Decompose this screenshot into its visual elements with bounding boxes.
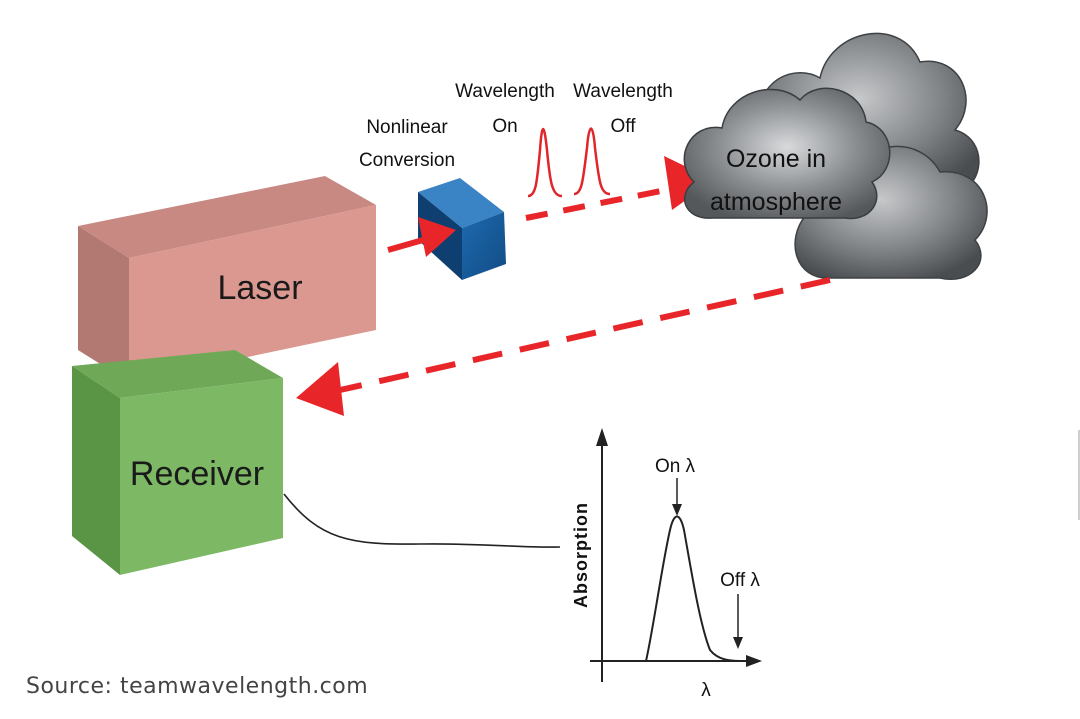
return-arrowhead bbox=[296, 362, 344, 416]
beam-to-cloud bbox=[525, 156, 714, 221]
laser-box-top bbox=[78, 176, 376, 258]
crystal-top bbox=[418, 178, 504, 228]
laser-box-side bbox=[78, 226, 129, 382]
on-lambda-arrowhead bbox=[672, 504, 682, 516]
on-lambda-label: On λ bbox=[655, 456, 696, 477]
wavelength-on-label-2: On bbox=[492, 116, 517, 137]
receiver-box bbox=[72, 350, 283, 575]
laser-box-front bbox=[129, 205, 376, 382]
wavelength-on-label-1: Wavelength bbox=[455, 81, 555, 102]
crystal-front bbox=[462, 212, 506, 280]
y-axis-label: Absorption bbox=[571, 502, 591, 608]
beam-arrowhead bbox=[418, 217, 456, 257]
nonlinear-label-2: Conversion bbox=[359, 150, 455, 171]
ozone-label-2: atmosphere bbox=[710, 188, 842, 216]
off-lambda-arrowhead bbox=[733, 637, 743, 649]
x-axis-arrow bbox=[746, 655, 762, 667]
receiver-box-front bbox=[120, 378, 283, 575]
absorption-plot: Absorption On λ Off λ λ bbox=[571, 428, 762, 701]
pulse-off bbox=[573, 127, 611, 196]
absorption-curve bbox=[645, 515, 741, 662]
x-axis-label: λ bbox=[701, 680, 711, 701]
laser-box bbox=[78, 176, 376, 382]
beam-to-crystal bbox=[387, 217, 456, 257]
receiver-cable bbox=[283, 493, 561, 548]
laser-label: Laser bbox=[217, 269, 302, 307]
y-axis-arrow bbox=[596, 428, 608, 446]
cloud-front bbox=[683, 87, 891, 220]
ozone-label-1: Ozone in bbox=[726, 145, 826, 173]
off-lambda-label: Off λ bbox=[720, 570, 760, 591]
nonlinear-label-1: Nonlinear bbox=[366, 117, 448, 138]
edge-divider bbox=[1078, 430, 1080, 520]
receiver-box-top bbox=[72, 350, 283, 398]
wavelength-off-label-1: Wavelength bbox=[573, 81, 673, 102]
source-caption: Source: teamwavelength.com bbox=[26, 674, 369, 699]
beam-arrowhead-cloud bbox=[664, 156, 714, 210]
return-beam bbox=[296, 277, 831, 416]
wavelength-off-label-2: Off bbox=[611, 116, 637, 137]
pulse-on bbox=[527, 127, 563, 198]
receiver-box-side bbox=[72, 366, 120, 575]
receiver-label: Receiver bbox=[130, 455, 264, 493]
